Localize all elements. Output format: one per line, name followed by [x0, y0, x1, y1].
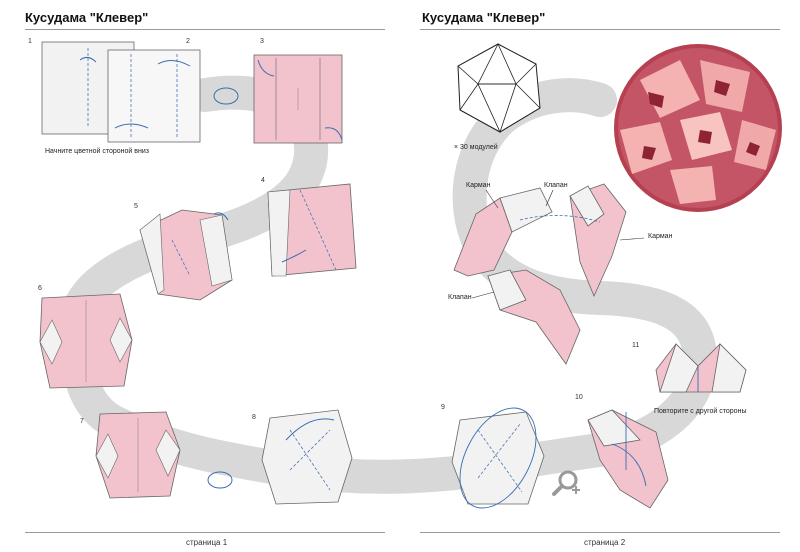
right-page-title: Кусудама "Клевер"	[422, 10, 546, 25]
step-6-model	[39, 293, 133, 389]
start-note: Начните цветной стороной вниз	[45, 148, 149, 155]
step-3-model	[253, 54, 343, 144]
right-footer-rule	[420, 532, 780, 533]
step-label-4: 4	[261, 177, 265, 184]
right-page-footer: страница 2	[584, 538, 626, 547]
left-page: Кусудама "Клевер" Начните цветной сторон…	[25, 10, 385, 547]
step-2-paper	[107, 49, 201, 143]
step-10-model	[587, 409, 669, 509]
step-9-model	[451, 407, 545, 509]
step-label-11: 11	[632, 342, 640, 349]
left-page-footer: страница 1	[186, 538, 228, 547]
step-label-5: 5	[134, 203, 138, 210]
label-pocket-2: Карман	[648, 233, 673, 240]
step-11-model	[655, 343, 747, 393]
step-label-2: 2	[186, 38, 190, 45]
label-flap-1: Клапан	[544, 182, 568, 189]
step-label-7: 7	[80, 418, 84, 425]
step-4-model	[267, 183, 357, 277]
step-label-6: 6	[38, 285, 42, 292]
left-footer-rule	[25, 532, 385, 533]
right-page: Кусудама "Клевер" × 30 модулей Карман Кл…	[400, 0, 800, 552]
assembly-modules	[453, 183, 627, 365]
icosahedron-diagram	[457, 43, 541, 134]
right-title-rule	[420, 29, 780, 30]
step-8-model	[261, 409, 353, 505]
step-label-9: 9	[441, 404, 445, 411]
repeat-note: Повторите с другой стороны	[654, 408, 747, 415]
magnifier-icon	[552, 470, 580, 496]
left-title-rule	[25, 29, 385, 30]
module-count: × 30 модулей	[454, 144, 498, 151]
step-label-10: 10	[575, 394, 583, 401]
step-7-model	[95, 411, 181, 499]
step-5-model	[139, 209, 233, 301]
step-label-8: 8	[252, 414, 256, 421]
kusudama-ball	[614, 44, 782, 212]
label-flap-2: Клапан	[448, 294, 472, 301]
label-pocket-1: Карман	[466, 182, 491, 189]
step-label-1: 1	[28, 38, 32, 45]
flip-symbol-1	[213, 87, 239, 105]
step-label-3: 3	[260, 38, 264, 45]
flip-symbol-2	[207, 471, 233, 489]
left-page-title: Кусудама "Клевер"	[25, 10, 149, 25]
